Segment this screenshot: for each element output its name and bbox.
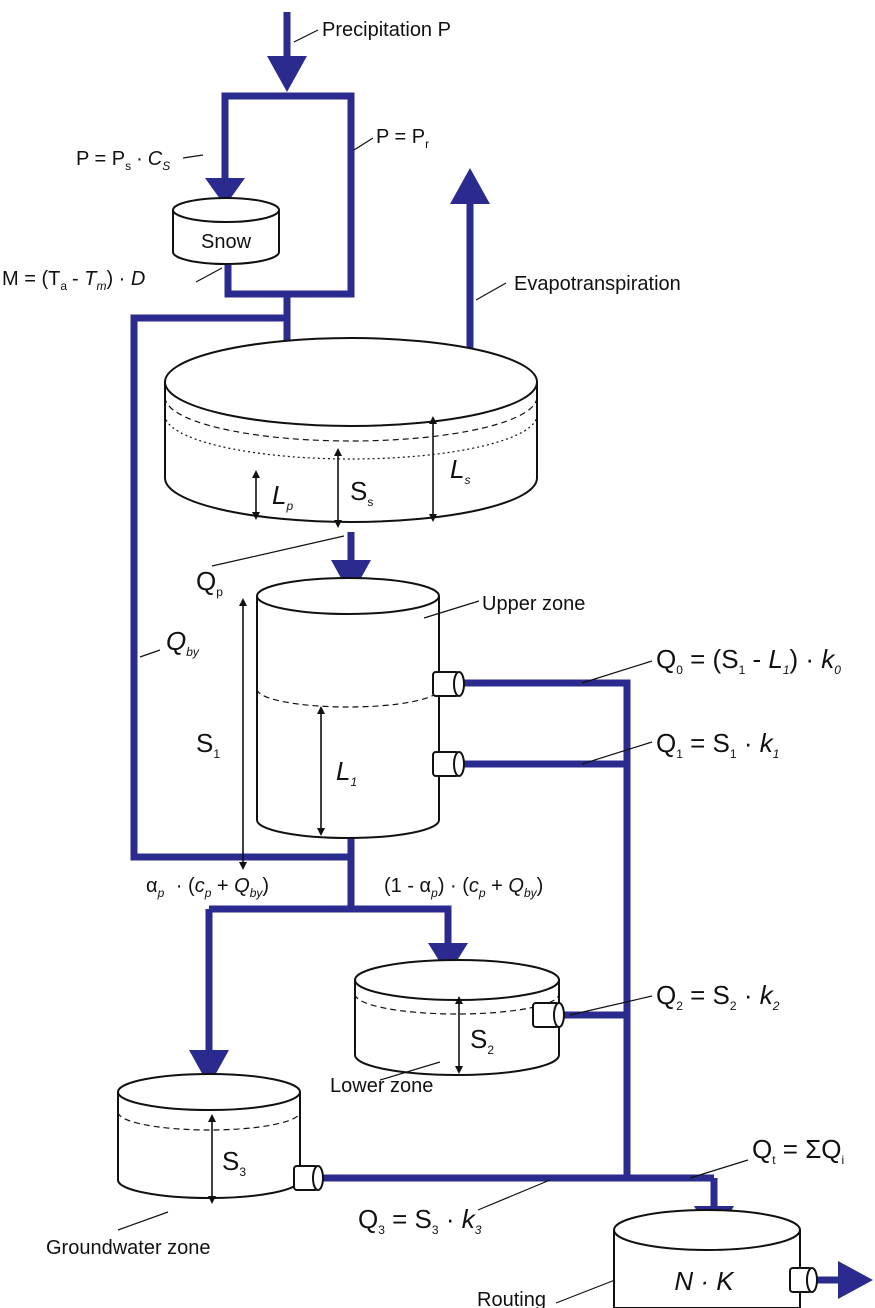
q0-formula: Q0 = (S1 - L1) · k0: [656, 644, 841, 677]
soil-moisture-tank: [164, 337, 538, 523]
lower-arrowhead: [428, 943, 468, 975]
routing-tank: [613, 1209, 818, 1308]
ls-label: Ls: [450, 454, 470, 487]
alpha-left-formula: αp · (cp + Qby): [146, 875, 269, 900]
s1-label: S1: [196, 728, 220, 761]
routing-out-arrowhead: [838, 1261, 873, 1299]
q3-formula: Q3 = S3 · k3: [358, 1204, 482, 1237]
dimension-arrows: [208, 416, 463, 1204]
qt-formula: Qt = ΣQi: [752, 1134, 844, 1167]
routing-nk-label: N · K: [674, 1266, 735, 1296]
rain-precip-formula: P = Pr: [376, 126, 429, 151]
evapotranspiration-label: Evapotranspiration: [514, 273, 681, 295]
q1-formula: Q1 = S1 · k1: [656, 728, 779, 761]
qby-label: Qby: [166, 626, 200, 659]
l1-label: L1: [336, 756, 357, 789]
upper-outlet-1: [432, 751, 465, 777]
snow-precip-formula: P = Ps·CS: [76, 148, 170, 173]
groundwater-zone-label: Groundwater zone: [46, 1237, 211, 1259]
lower-zone-label: Lower zone: [330, 1075, 433, 1097]
lower-outlet: [532, 1002, 565, 1028]
qp-label: Qp: [196, 566, 223, 599]
alpha-split-pipe: [209, 905, 452, 945]
lp-label: Lp: [272, 480, 293, 513]
ss-label: Ss: [350, 476, 373, 509]
evap-arrowhead: [450, 168, 490, 204]
split-pipe: [221, 92, 355, 298]
q2-formula: Q2 = S2 · k2: [656, 980, 780, 1013]
alpha-right-formula: (1 - αp) · (cp + Qby): [384, 875, 543, 900]
precipitation-label: Precipitation P: [322, 19, 451, 41]
groundwater-outlet: [293, 1165, 324, 1191]
melt-formula: M = (Ta- Tm) · D: [2, 268, 145, 293]
gw-arrowhead: [189, 1050, 229, 1086]
leader-lines: [117, 29, 749, 1304]
groundwater-zone-tank: [117, 1073, 324, 1199]
s2-label: S2: [470, 1024, 494, 1057]
upper-zone-label: Upper zone: [482, 593, 585, 615]
upper-outlet-0: [432, 671, 465, 697]
routing-outlet: [789, 1267, 818, 1293]
upper-zone-tank: [256, 577, 465, 839]
snow-arrowhead: [205, 178, 245, 206]
snow-label: Snow: [201, 231, 252, 253]
routing-label: Routing: [477, 1289, 546, 1308]
lower-zone-tank: [354, 959, 565, 1076]
s3-label: S3: [222, 1146, 246, 1179]
snow-tank: Snow: [172, 197, 280, 265]
precip-arrowhead: [267, 56, 307, 92]
